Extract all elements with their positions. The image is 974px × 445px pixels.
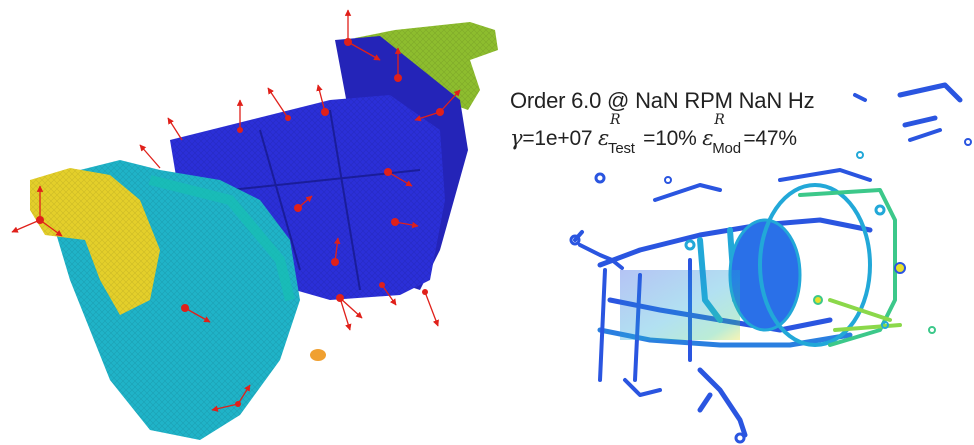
- fe-model-left: [11, 9, 498, 440]
- plot-title: Order 6.0 @ NaN RPM NaN Hz: [510, 88, 815, 113]
- gamma-symbol: γ: [510, 126, 523, 150]
- eps-test-value: =10%: [643, 127, 697, 150]
- gamma-value: =1e+07: [522, 127, 593, 150]
- eps-mod-sub: Mod: [712, 140, 741, 157]
- sensor-markers: [11, 9, 461, 412]
- eps-mod-sup: R: [714, 112, 725, 128]
- eps-mod-value: =47%: [743, 127, 797, 150]
- eps-test-sub: Test: [608, 140, 635, 157]
- sensor-dots: [36, 38, 444, 407]
- eps-test-sup: R: [610, 112, 621, 128]
- mode-shape-right: [569, 82, 972, 444]
